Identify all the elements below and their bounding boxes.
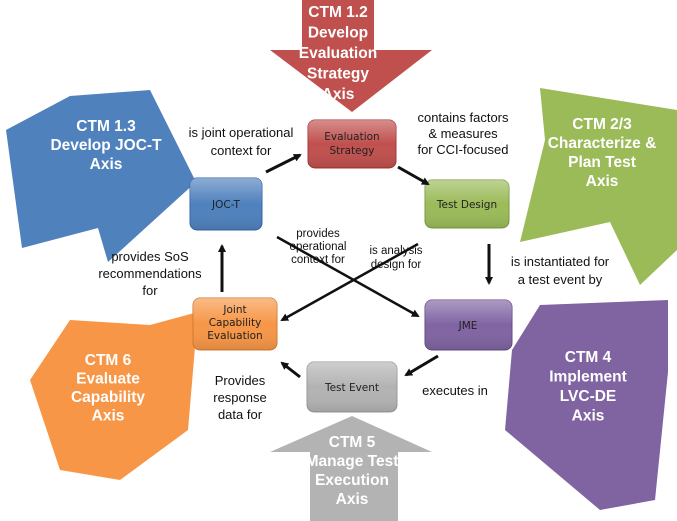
arrow-eval-to-testdesign — [397, 165, 430, 186]
label-testdesign-to-jce: is analysis design for — [369, 245, 422, 271]
text-line: data for — [218, 407, 263, 422]
text-line: Joint — [222, 304, 246, 316]
text-line: Axis — [92, 408, 125, 425]
text-line: Test Event — [324, 382, 379, 394]
text-line: Develop JOC-T — [50, 137, 162, 154]
text-line: Evaluation — [324, 131, 379, 143]
text-line: Plan Test — [568, 154, 636, 171]
label-jme-to-testevent: executes in — [422, 383, 488, 398]
ctm5-arrow — [270, 416, 432, 521]
ctm23-arrow — [520, 88, 677, 285]
text-line: contains factors — [417, 110, 509, 125]
text-line: Strategy — [307, 66, 369, 83]
node-test-design[interactable]: Test Design — [424, 179, 510, 229]
text-line: CTM 2/3 — [572, 116, 632, 133]
arrow-testevent-to-jce — [280, 361, 301, 379]
arrow-joct-to-eval — [265, 153, 302, 174]
text-line: response — [213, 390, 266, 405]
text-line: Provides — [215, 373, 266, 388]
text-line: Axis — [336, 491, 369, 508]
text-line: Axis — [586, 173, 619, 190]
text-line: recommendations — [98, 266, 202, 281]
text-line: JOC-T — [211, 199, 241, 211]
text-line: is analysis — [369, 245, 422, 257]
text-line: Capability — [209, 317, 262, 329]
text-line: Develop — [308, 25, 368, 42]
text-line: Evaluation — [207, 330, 262, 342]
ctm6-arrow — [30, 312, 198, 480]
text-line: for CCI-focused — [417, 142, 508, 157]
text-line: Characterize & — [548, 135, 657, 152]
label-testdesign-to-jme: is instantiated for a test event by — [511, 254, 610, 287]
text-line: CTM 1.2 — [308, 4, 367, 21]
text-line: Capability — [71, 389, 145, 406]
text-line: provides SoS — [111, 249, 189, 264]
text-line: JME — [458, 320, 478, 332]
node-test-event[interactable]: Test Event — [306, 361, 398, 413]
text-line: CTM 1.3 — [76, 118, 136, 135]
arrow-joct-to-jme — [276, 235, 420, 318]
text-line: is joint operational — [189, 125, 294, 140]
ctm12-arrow — [270, 0, 432, 112]
text-line: Test Design — [436, 199, 497, 211]
text-line: CTM 4 — [565, 349, 612, 366]
text-line: & measures — [428, 126, 498, 141]
text-line: operational — [290, 241, 347, 253]
text-line: context for — [291, 254, 345, 266]
text-line: design for — [371, 259, 422, 271]
text-line: Execution — [315, 472, 389, 489]
node-jme[interactable]: JME — [424, 299, 513, 351]
label-testevent-to-jce: Provides response data for — [213, 373, 266, 422]
node-joc-t[interactable]: JOC-T — [189, 177, 263, 231]
ctm4-arrow — [505, 300, 668, 510]
text-line: Evaluation — [299, 45, 377, 62]
text-line: provides — [296, 228, 340, 240]
text-line: Evaluate — [76, 371, 140, 388]
ctm13-arrow — [6, 90, 196, 262]
label-jce-to-joct: provides SoS recommendations for — [98, 249, 202, 298]
text-line: is instantiated for — [511, 254, 610, 269]
text-line: context for — [211, 143, 272, 158]
arrow-testdesign-to-jce — [280, 242, 419, 322]
text-line: CTM 5 — [329, 434, 376, 451]
text-line: CTM 6 — [85, 352, 132, 369]
text-line: Axis — [322, 86, 355, 103]
text-line: Axis — [572, 408, 605, 425]
text-line: Strategy — [330, 145, 375, 157]
text-line: a test event by — [518, 272, 603, 287]
text-line: LVC-DE — [560, 388, 617, 405]
text-line: Implement — [549, 369, 627, 386]
text-line: Manage Test — [306, 453, 399, 470]
text-line: executes in — [422, 383, 488, 398]
text-line: for — [142, 283, 158, 298]
text-line: Axis — [90, 156, 123, 173]
arrow-jme-to-testevent — [404, 354, 439, 377]
label-joct-to-eval: is joint operational context for — [189, 125, 294, 158]
